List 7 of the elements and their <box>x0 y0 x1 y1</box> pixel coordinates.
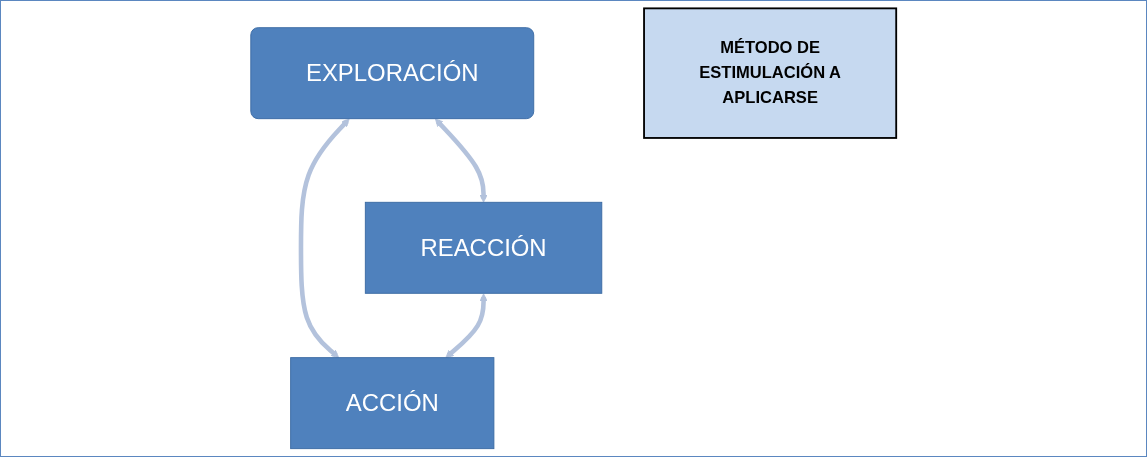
node-box: EXPLORACIÓN <box>250 27 535 120</box>
node-box: REACCIÓN <box>364 201 603 294</box>
arrow <box>435 118 488 203</box>
arrow <box>298 118 350 358</box>
node-box: MÉTODO DE ESTIMULACIÓN A APLICARSE <box>643 7 898 139</box>
node-box: ACCIÓN <box>290 357 495 450</box>
arrow <box>445 293 488 358</box>
